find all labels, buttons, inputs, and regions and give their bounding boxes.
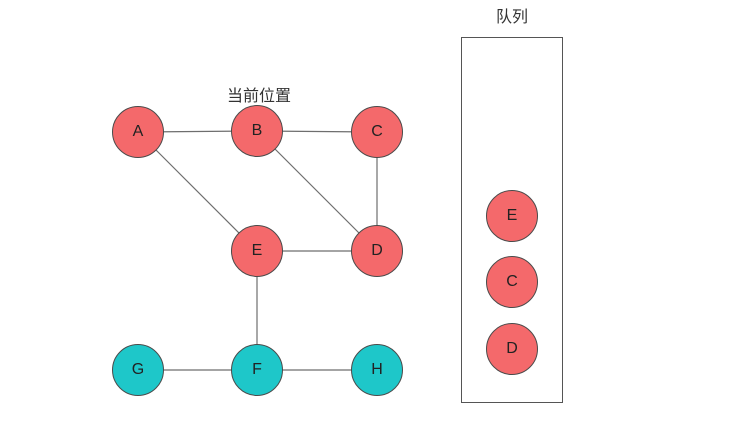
graph-node-D: D	[351, 225, 403, 277]
graph-edge-A-E	[137, 131, 258, 252]
queue-box	[461, 37, 563, 403]
graph-node-G: G	[112, 344, 164, 396]
queue-item-E: E	[486, 190, 538, 242]
graph-node-A: A	[112, 106, 164, 158]
queue-item-D: D	[486, 323, 538, 375]
graph-node-B: B	[231, 105, 283, 157]
graph-node-H: H	[351, 344, 403, 396]
graph-node-C: C	[351, 106, 403, 158]
graph-node-F: F	[231, 344, 283, 396]
graph-node-E: E	[231, 225, 283, 277]
current-position-label: 当前位置	[226, 88, 291, 105]
queue-item-C: C	[486, 256, 538, 308]
graph-edge-B-D	[256, 130, 378, 252]
queue-title-label: 队列	[495, 9, 528, 26]
